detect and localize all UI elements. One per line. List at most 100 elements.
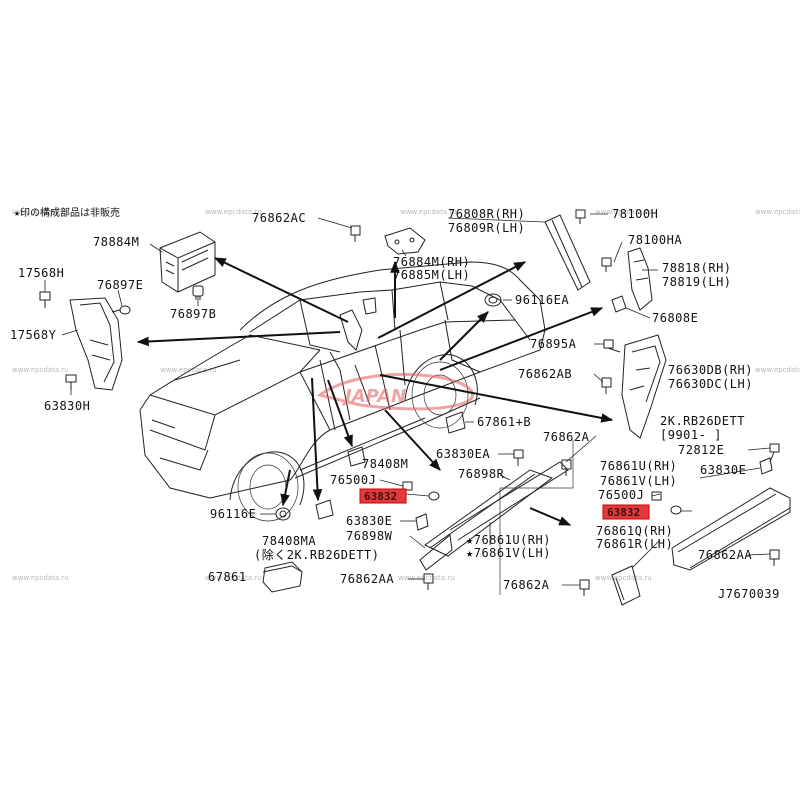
label-76861Q: 76861Q(RH): [596, 524, 673, 538]
label-76861V-2: 76861V(LH): [600, 474, 677, 488]
label-76630DC: 76630DC(LH): [668, 377, 753, 391]
label-96116E: 96116E: [210, 507, 256, 521]
label-96116EA: 96116EA: [515, 293, 569, 307]
label-76500J-1: 76500J: [330, 473, 376, 487]
svg-text:JAPAN: JAPAN: [342, 386, 406, 407]
label-76861V-1: ★76861V(LH): [466, 546, 551, 560]
label-76808R: 76808R(RH): [448, 207, 525, 221]
watermark-10: www.epcdata.ru: [205, 574, 262, 582]
highlight-63832-1: 63832: [359, 488, 407, 504]
part-76862A2-clip: [579, 579, 590, 596]
sub-diagram-frame: [499, 440, 574, 595]
label-76809R: 76809R(LH): [448, 221, 525, 235]
part-76884M-bracket: [384, 227, 426, 255]
label-63830E-2: 63830E: [700, 463, 746, 477]
watermark-9: www.epcdata.ru: [12, 574, 69, 582]
part-2K-sill: [671, 487, 791, 571]
part-76895A-screw: [603, 339, 621, 353]
diagram-id: J7670039: [718, 587, 780, 601]
label-76630DB: 76630DB(RH): [668, 363, 753, 377]
part-17568Y-panel: [69, 297, 123, 391]
part-67861-block: [262, 561, 303, 593]
watermark-3: www.epcdata.ru: [400, 208, 457, 216]
label-9901: [9901- ]: [660, 428, 722, 442]
label-76862A-1: 76862A: [543, 430, 590, 444]
label-76862AC: 76862AC: [252, 211, 306, 225]
part-78408MA-cover: [315, 499, 334, 520]
front-wheel: [229, 451, 305, 522]
label-76862AB: 76862AB: [518, 367, 572, 381]
pointer-arrows: [136, 257, 614, 526]
part-78884M-box: [159, 231, 216, 293]
label-76884M: 76884M(RH): [393, 255, 470, 269]
label-78408MA: 78408MA: [262, 534, 316, 548]
watermark-7: www.epcdata.ru: [160, 366, 217, 374]
label-78100HA: 78100HA: [628, 233, 682, 247]
brand-watermark: JAPAN: [316, 372, 474, 411]
part-76862AC-clip: [350, 225, 361, 242]
label-67861: 67861: [208, 570, 247, 584]
part-96116EA-grommet: [484, 293, 502, 307]
part-76862AA2-clip: [769, 549, 780, 566]
part-63830E1-clip: [415, 513, 429, 531]
part-72812E-clip: [769, 443, 780, 463]
part-63830EA-clip: [513, 449, 524, 466]
part-67861B-pad: [445, 411, 466, 434]
watermark-4: www.epcdata.ru: [595, 208, 652, 216]
label-63830E-1: 63830E: [346, 514, 392, 528]
label-76885M: 76885M(LH): [393, 268, 470, 282]
label-72812E: 72812E: [678, 443, 724, 457]
part-78408M-cover: [347, 446, 366, 467]
label-76862AA-1: 76862AA: [340, 572, 394, 586]
label-76861U-2: 76861U(RH): [600, 459, 677, 473]
label-76898R: 76898R: [458, 467, 505, 481]
watermark-8: www.epcdata.ru: [755, 366, 800, 374]
part-76897E-clip: [111, 305, 131, 315]
label-76808E: 76808E: [652, 311, 698, 325]
label-76500J-2: 76500J: [598, 488, 644, 502]
part-76630DB-panel: [621, 334, 667, 439]
label-76861U-1: ★76861U(RH): [466, 533, 551, 547]
part-76898R-sill: [419, 461, 569, 571]
watermark-12: www.epcdata.ru: [595, 574, 652, 582]
part-78100HA-screw: [601, 257, 612, 272]
part-17568H-bolt: [39, 291, 51, 308]
part-63830E2-clip: [759, 457, 773, 475]
rear-wheel: [404, 354, 478, 429]
label-78100H: 78100H: [612, 207, 658, 221]
label-78818: 78818(RH): [662, 261, 732, 275]
part-pillar-garnish: [339, 297, 377, 351]
part-76862AA1-clip: [423, 573, 434, 590]
watermark-5: www.epcdata.ru: [755, 208, 800, 216]
label-76861R: 76861R(LH): [596, 537, 673, 551]
label-67861B: 67861+B: [477, 415, 531, 429]
label-78408M: 78408M: [362, 457, 408, 471]
label-76897E: 76897E: [97, 278, 143, 292]
label-exclude-2K: (除く2K.RB26DETT): [254, 547, 379, 562]
label-76897B: 76897B: [170, 307, 216, 321]
watermark-11: www.epcdata.ru: [398, 574, 455, 582]
label-76862A-2: 76862A: [503, 578, 550, 592]
label-17568H: 17568H: [18, 266, 64, 280]
car-outline: [139, 261, 546, 499]
label-63830H: 63830H: [44, 399, 90, 413]
highlight-63832-2: 63832: [602, 504, 650, 520]
label-63830EA: 63830EA: [436, 447, 490, 461]
part-76862A1-clip: [561, 459, 572, 476]
part-76808R-molding: [544, 214, 591, 291]
label-76862AA-2: 76862AA: [698, 548, 752, 562]
part-labels: 76862AC 78884M 17568H 76897E 17568Y 7689…: [10, 207, 780, 601]
part-76862AB-screw: [601, 377, 612, 394]
label-2K-RB26DETT: 2K.RB26DETT: [660, 414, 745, 428]
part-76861Q-end: [611, 565, 641, 606]
label-63832-1: 63832: [364, 490, 397, 503]
label-63832-2: 63832: [607, 506, 640, 519]
watermark-1: www.epcdata.ru: [12, 208, 69, 216]
part-76500J1-clip: [402, 481, 440, 501]
part-63830H-bolt: [65, 374, 77, 390]
part-96116E-grommet: [275, 507, 291, 521]
part-78818-bracket: [627, 247, 653, 311]
part-76808E-clip: [611, 295, 627, 313]
label-17568Y: 17568Y: [10, 328, 57, 342]
watermark-2: www.epcdata.ru: [205, 208, 262, 216]
